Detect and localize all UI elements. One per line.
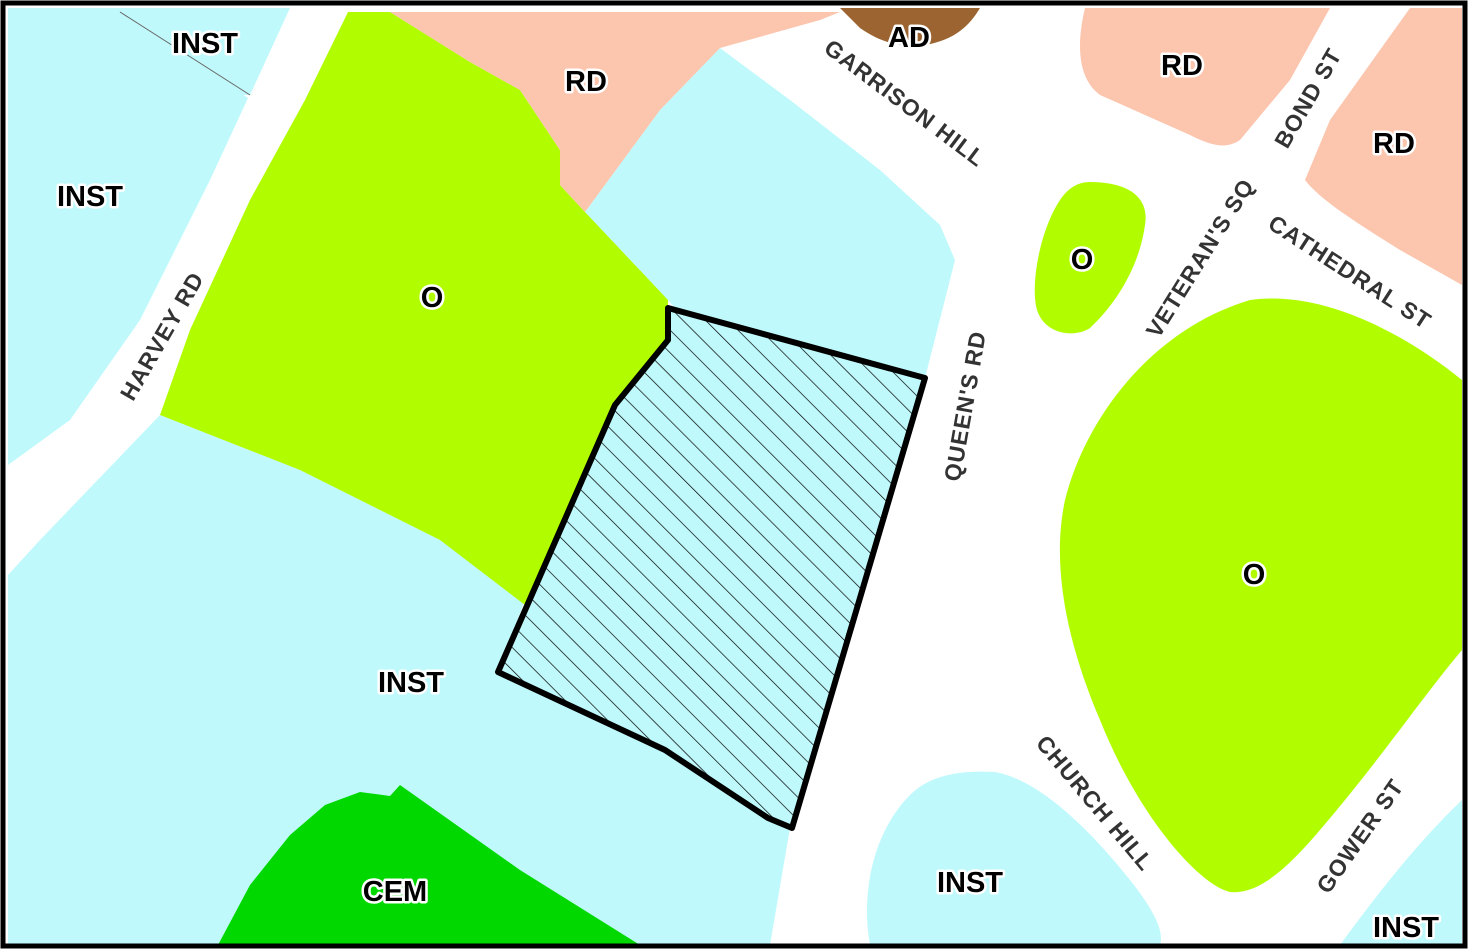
zone-label: INST [1373, 912, 1439, 944]
zone-cem-bottom[interactable] [218, 785, 640, 945]
zone-o-right[interactable] [1059, 298, 1462, 893]
zone-o-left[interactable] [160, 12, 668, 605]
zone-label: O [1071, 244, 1094, 276]
zone-inst-center[interactable] [8, 415, 790, 945]
zone-label: AD [888, 22, 930, 54]
zone-inst-bottom[interactable] [866, 771, 1161, 945]
zone-ad-top[interactable] [840, 8, 980, 46]
zone-boundary [119, 11, 251, 96]
subject-site[interactable] [495, 305, 928, 831]
zone-label: INST [937, 867, 1003, 899]
zone-rd-top[interactable] [390, 12, 840, 212]
zone-label: RD [1161, 50, 1203, 82]
zone-label: INST [57, 181, 123, 213]
zone-rd-right[interactable] [1305, 8, 1462, 285]
zone-inst-bottom-right[interactable] [1340, 800, 1462, 945]
zone-label: O [1243, 559, 1266, 591]
zone-label: O [421, 282, 444, 314]
zone-rd-top-right[interactable] [1080, 8, 1330, 146]
zone-label: RD [1373, 128, 1415, 160]
zone-inst-upper[interactable] [585, 48, 955, 378]
zone-inst-left[interactable] [8, 12, 248, 465]
zone-label: CEM [363, 876, 427, 908]
zone-label: RD [565, 66, 607, 98]
zone-o-small[interactable] [1034, 182, 1146, 334]
zone-label: INST [378, 667, 444, 699]
zone-label: INST [172, 28, 238, 60]
